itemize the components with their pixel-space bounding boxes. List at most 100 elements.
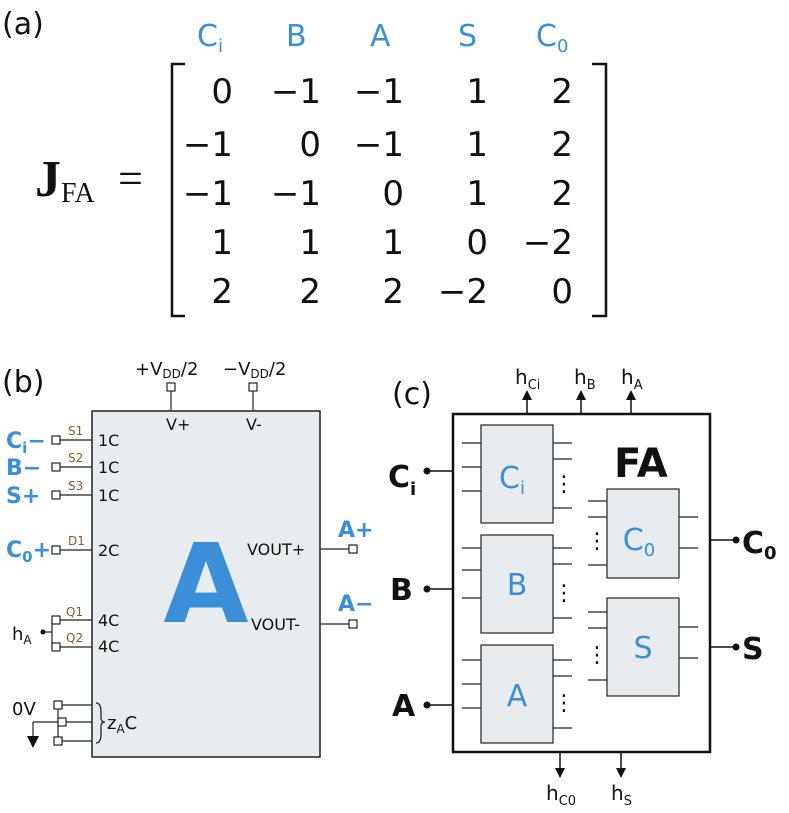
switch-q2: Q2 bbox=[66, 631, 83, 645]
switch-s3: S3 bbox=[68, 479, 83, 493]
matrix-cell: 0 bbox=[211, 72, 233, 112]
top-h-outputs: hCi hB hA bbox=[515, 365, 643, 414]
matrix-cell: −2 bbox=[523, 223, 573, 263]
panel-a-label: (a) bbox=[2, 7, 44, 42]
col-header-a: A bbox=[370, 19, 391, 54]
matrix-cell: 1 bbox=[466, 174, 488, 214]
fa-input-a: A bbox=[392, 689, 416, 724]
vout-plus-pin bbox=[348, 544, 358, 554]
matrix-cell: −1 bbox=[183, 174, 233, 214]
output-a-minus: A− bbox=[338, 592, 373, 617]
matrix-cell: 1 bbox=[299, 223, 321, 263]
matrix-cell: −1 bbox=[354, 125, 404, 165]
cap-label: 4C bbox=[98, 611, 119, 630]
h-s-label: hS bbox=[611, 781, 632, 809]
block-b-label: B bbox=[507, 568, 528, 603]
input-c0-plus: C0+ bbox=[6, 538, 51, 566]
input-s-plus: S+ bbox=[6, 484, 40, 509]
vout-plus-label: VOUT+ bbox=[247, 540, 305, 559]
switch-q1: Q1 bbox=[66, 605, 83, 619]
cap-label: 1C bbox=[98, 486, 119, 505]
input-ci-minus: Ci− bbox=[6, 429, 46, 457]
col-header-ci: Ci bbox=[197, 19, 223, 57]
fa-output-s: S bbox=[742, 632, 764, 667]
matrix-cell: 2 bbox=[551, 72, 573, 112]
block-c0-label: C0 bbox=[623, 523, 655, 561]
matrix-cell: −1 bbox=[271, 174, 321, 214]
block-s-label: S bbox=[633, 631, 652, 666]
matrix-cell: 0 bbox=[299, 125, 321, 165]
fa-inner-blocks bbox=[462, 424, 698, 744]
matrix-cell: 2 bbox=[211, 272, 233, 312]
matrix-cell: 2 bbox=[382, 272, 404, 312]
equals-sign: = bbox=[118, 154, 143, 203]
dots-c0: ⋮ bbox=[586, 529, 608, 554]
block-s bbox=[606, 597, 680, 697]
matrix-cell: 1 bbox=[466, 125, 488, 165]
cap-label: 4C bbox=[98, 637, 119, 656]
ha-label: hA bbox=[12, 624, 32, 647]
fa-output-c0: C0 bbox=[742, 526, 777, 564]
supply-neg-pin bbox=[248, 382, 258, 392]
matrix-cell: 2 bbox=[551, 125, 573, 165]
matrix-entries: 0 −1 −1 1 2 −1 0 −1 1 2 −1 −1 0 1 2 1 1 … bbox=[183, 72, 573, 312]
vout-minus-pin bbox=[348, 619, 358, 629]
matrix-cell: 0 bbox=[382, 174, 404, 214]
col-header-s: S bbox=[458, 19, 477, 54]
cap-label: 1C bbox=[98, 458, 119, 477]
matrix-symbol: JFA bbox=[35, 151, 95, 209]
block-c0 bbox=[606, 488, 680, 579]
dots-ci: ⋮ bbox=[553, 472, 575, 497]
matrix-right-bracket bbox=[592, 62, 608, 318]
matrix-cell: 2 bbox=[551, 174, 573, 214]
block-a bbox=[480, 644, 554, 744]
vout-minus-label: VOUT- bbox=[251, 615, 300, 634]
fa-input-ci: Ci bbox=[388, 460, 416, 500]
cap-label: 2C bbox=[98, 541, 119, 560]
fa-title: FA bbox=[614, 441, 668, 487]
supply-pos-pin bbox=[166, 382, 176, 392]
fa-input-b: B bbox=[390, 573, 413, 608]
matrix-cell: 2 bbox=[299, 272, 321, 312]
matrix-cell: −2 bbox=[438, 272, 488, 312]
h-ci-label: hCi bbox=[515, 365, 540, 393]
switch-s1: S1 bbox=[68, 424, 83, 438]
matrix-cell: 1 bbox=[382, 223, 404, 263]
zero-v-label: 0V bbox=[12, 699, 36, 720]
dots-a: ⋮ bbox=[553, 691, 575, 716]
vplus-label: V+ bbox=[166, 415, 190, 434]
block-a-label: A bbox=[507, 679, 528, 714]
supply-pos-label: +VDD/2 bbox=[135, 359, 198, 381]
dots: ⋮ ⋮ ⋮ ⋮ ⋮ bbox=[553, 472, 608, 716]
matrix-cell: −1 bbox=[354, 72, 404, 112]
vminus-label: V- bbox=[246, 415, 262, 434]
matrix-cell: 0 bbox=[551, 272, 573, 312]
fa-inputs: Ci B A bbox=[388, 460, 453, 724]
matrix-cell: 0 bbox=[466, 223, 488, 263]
dots-s: ⋮ bbox=[586, 643, 608, 668]
block-b bbox=[480, 534, 554, 634]
za-brace bbox=[95, 702, 106, 744]
switch-s2: S2 bbox=[68, 451, 83, 465]
block-labels: Ci B A C0 S bbox=[499, 461, 655, 714]
chip-letter: A bbox=[163, 520, 248, 648]
block-ci bbox=[480, 424, 554, 524]
matrix-left-bracket bbox=[170, 62, 185, 318]
matrix-cell: −1 bbox=[183, 125, 233, 165]
h-b-label: hB bbox=[574, 365, 596, 393]
output-a-plus: A+ bbox=[338, 518, 373, 543]
supply-neg-label: −VDD/2 bbox=[223, 359, 286, 381]
bottom-h-outputs: hC0 hS bbox=[546, 752, 632, 809]
col-header-c0: C0 bbox=[536, 19, 568, 57]
matrix-col-headers: Ci B A S C0 bbox=[197, 19, 568, 57]
panel-b-label: (b) bbox=[2, 365, 44, 400]
matrix-cell: 1 bbox=[211, 223, 233, 263]
fa-outputs: C0 S bbox=[710, 526, 777, 667]
za-label: zAC bbox=[107, 713, 137, 736]
input-b-minus: B− bbox=[6, 456, 41, 481]
matrix-cell: −1 bbox=[271, 72, 321, 112]
chip-body bbox=[91, 410, 321, 758]
left-pins: Ci− S1 1C B− S2 1C S+ S3 1C C0+ D1 2C hA… bbox=[6, 424, 137, 748]
h-c0-label: hC0 bbox=[546, 781, 576, 809]
